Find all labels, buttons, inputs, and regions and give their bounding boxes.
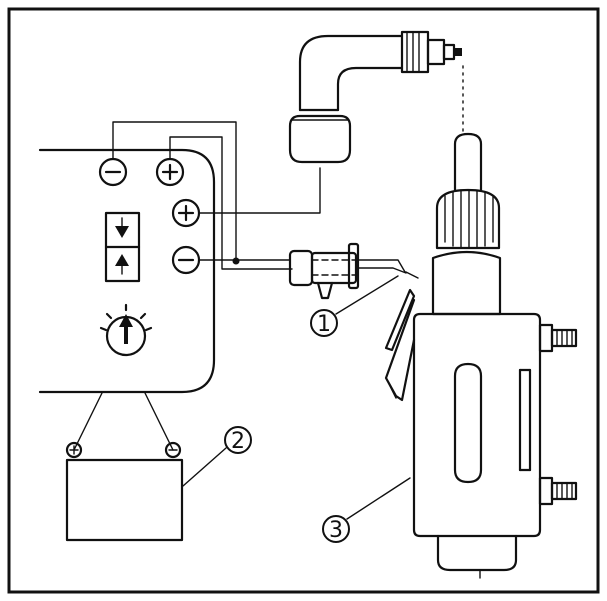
arrow-up-icon bbox=[115, 254, 129, 266]
indicator-panel bbox=[104, 211, 141, 283]
output-negative-terminal bbox=[171, 245, 201, 275]
ignition-coil bbox=[384, 132, 578, 579]
wire-junction bbox=[232, 257, 240, 265]
battery-positive-terminal bbox=[65, 441, 83, 459]
callout-3: 3 bbox=[322, 477, 411, 543]
coil-stud-lower bbox=[538, 476, 578, 506]
tester-positive-terminal bbox=[155, 157, 185, 187]
callout-3-label: 3 bbox=[329, 518, 343, 543]
callout-1-label: 1 bbox=[317, 312, 331, 337]
tester-negative-terminal bbox=[98, 157, 128, 187]
output-positive-terminal bbox=[171, 198, 201, 228]
diagram-frame bbox=[7, 7, 600, 594]
callout-1: 1 bbox=[310, 275, 399, 337]
callout-2-label: 2 bbox=[231, 429, 245, 454]
wires bbox=[73, 65, 464, 451]
battery bbox=[65, 441, 184, 542]
test-connector bbox=[288, 242, 360, 300]
battery-negative-terminal bbox=[164, 441, 182, 459]
adjustment-dial bbox=[99, 303, 153, 357]
spark-plug-cap-lead bbox=[288, 34, 404, 164]
coil-stud-upper bbox=[538, 323, 578, 353]
spark-plug bbox=[400, 30, 462, 74]
callout-2: 2 bbox=[182, 426, 252, 487]
arrow-down-icon bbox=[115, 226, 129, 238]
tester-unit bbox=[38, 148, 216, 394]
